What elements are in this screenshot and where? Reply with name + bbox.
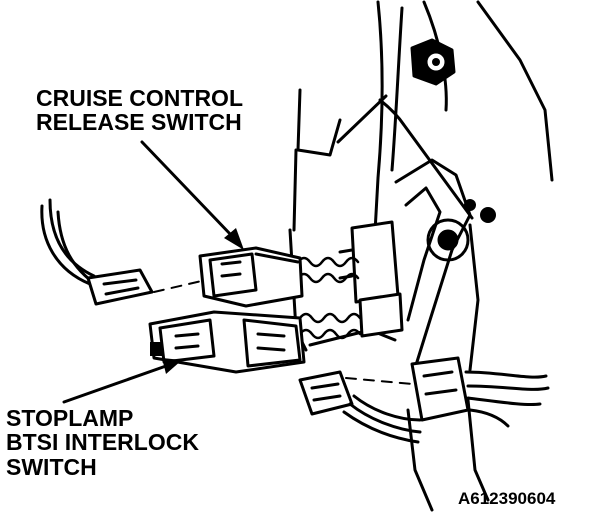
- cruise-control-release-switch-label: CRUISE CONTROL RELEASE SWITCH: [36, 86, 243, 135]
- switch-mounting-plate: [338, 220, 404, 338]
- stoplamp-label-line-2: BTSI INTERLOCK: [6, 429, 199, 456]
- cruise-control-release-switch: [198, 246, 304, 308]
- pedal-arm: [394, 158, 496, 367]
- stoplamp-wiring-connectors: [298, 356, 550, 444]
- cruise-label-line-1: CRUISE CONTROL: [36, 85, 243, 111]
- alignment-lines: [153, 279, 413, 385]
- cruise-wiring-connector: [40, 198, 154, 306]
- stoplamp-leader-arrowhead: [162, 358, 182, 374]
- stoplamp-btsi-interlock-switch: [148, 310, 306, 374]
- figure-code: A612390604: [458, 489, 556, 508]
- cruise-leader-arrowhead: [224, 228, 244, 250]
- threaded-switch-bodies: [296, 256, 362, 340]
- stoplamp-btsi-interlock-switch-label: STOPLAMP BTSI INTERLOCK SWITCH: [6, 405, 199, 480]
- stoplamp-label-line-3: SWITCH: [6, 453, 97, 480]
- stoplamp-label-line-1: STOPLAMP: [6, 405, 134, 431]
- label-leader-lines: [62, 140, 234, 404]
- cruise-label-line-2: RELEASE SWITCH: [36, 109, 242, 136]
- mounting-nut: [410, 38, 456, 86]
